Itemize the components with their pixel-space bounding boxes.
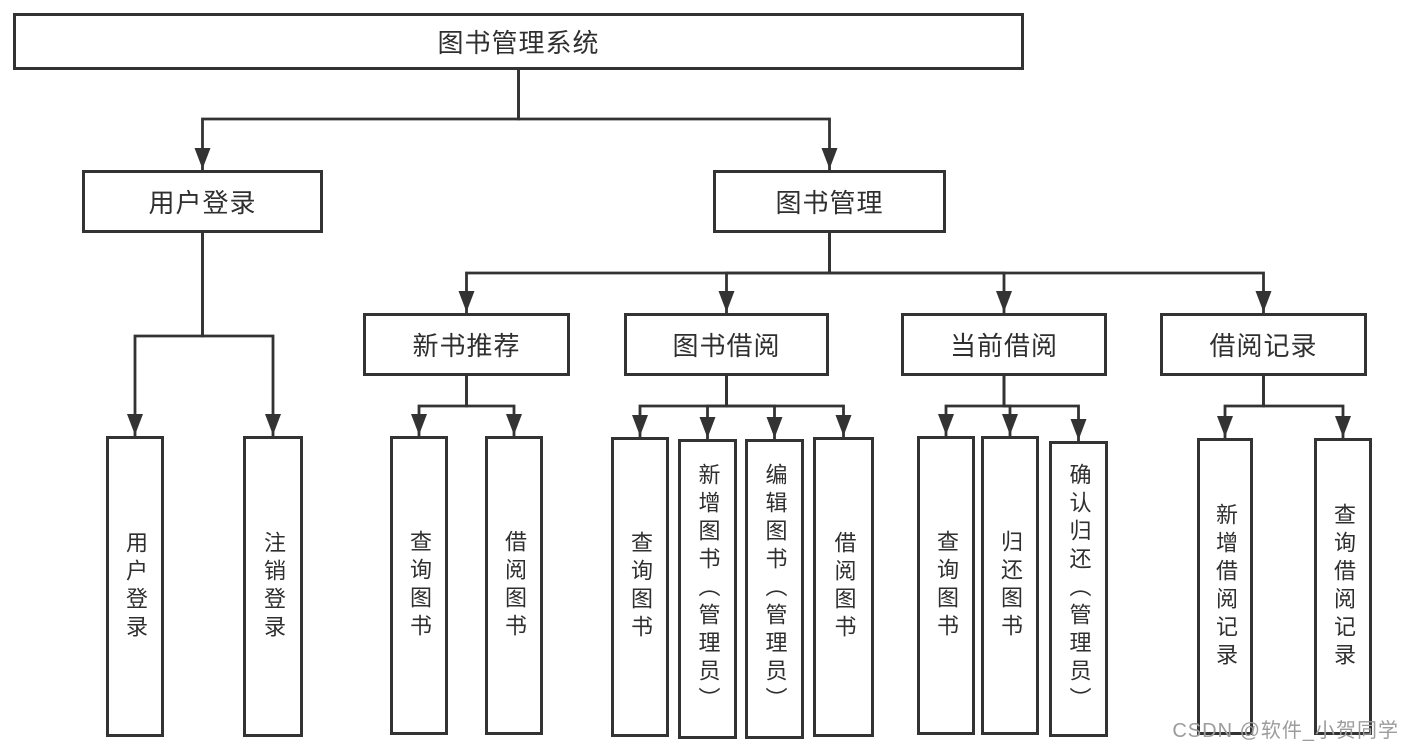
node-br-add-record: 新增借阅记录 [1197,438,1253,735]
node-label-borrow-records: 借阅记录 [1209,331,1318,361]
node-label-user-login: 用户登录 [148,188,257,218]
arrowhead-icon [1217,416,1233,437]
node-rec-borrow-books: 借阅图书 [485,436,543,735]
watermark-text: CSDN @软件_小贺同学 [1172,720,1399,742]
edge-current-borrow-to-cb-confirm-return [1002,376,1080,441]
arrowhead-icon [938,414,954,435]
node-label-cb-return-books: 归还图书 [998,529,1023,642]
edge-new-book-rec-to-rec-borrow-books [465,376,516,436]
arrowhead-icon [127,414,143,435]
node-label-cb-query-books: 查询图书 [934,529,959,642]
node-label-cb-confirm-return: 确认归还（管理员） [1066,463,1092,715]
node-label-book-mgmt: 图书管理 [775,188,884,218]
node-label-bb-query-books: 查询图书 [628,531,653,643]
arrowhead-icon [821,148,838,169]
edge-root-to-book-mgmt [517,70,831,170]
node-label-rec-query-books: 查询图书 [407,529,432,642]
node-cb-return-books: 归还图书 [981,436,1039,735]
node-bb-query-books: 查询图书 [611,437,669,737]
node-logout: 注销登录 [243,436,303,737]
edge-borrow-records-to-br-add-record [1223,376,1265,438]
node-label-login: 用户登录 [123,530,148,643]
node-login: 用户登录 [106,436,164,737]
edge-book-mgmt-to-borrow-records [828,233,1265,313]
node-br-query-record: 查询借阅记录 [1314,438,1372,735]
arrowhead-icon [718,291,735,312]
arrowhead-icon [1335,416,1351,437]
edge-book-mgmt-to-book-borrow [725,233,831,313]
edge-user-login-to-login [133,233,204,436]
node-new-book-rec: 新书推荐 [363,313,570,376]
edge-borrow-records-to-br-query-record [1262,376,1345,438]
node-label-bb-add-books: 新增图书（管理员） [695,463,721,715]
arrowhead-icon [835,415,852,436]
edge-root-to-user-login [201,70,520,170]
arrowhead-icon [699,417,716,438]
node-book-borrow: 图书借阅 [624,313,829,376]
arrowhead-icon [265,414,281,435]
arrowhead-icon [1002,414,1018,435]
node-bb-edit-books: 编辑图书（管理员） [745,439,804,739]
arrowhead-icon [194,148,211,169]
node-root: 图书管理系统 [13,13,1024,70]
node-label-new-book-rec: 新书推荐 [412,331,521,361]
arrowhead-icon [996,291,1012,312]
edge-current-borrow-to-cb-query-books [944,376,1006,436]
arrowhead-icon [766,417,783,438]
node-label-br-query-record: 查询借阅记录 [1331,502,1356,671]
node-bb-add-books: 新增图书（管理员） [678,439,737,739]
node-cb-confirm-return: 确认归还（管理员） [1049,441,1108,737]
node-label-br-add-record: 新增借阅记录 [1213,502,1238,671]
node-label-rec-borrow-books: 借阅图书 [502,529,527,642]
node-bb-borrow-books: 借阅图书 [813,437,874,737]
node-label-bb-edit-books: 编辑图书（管理员） [762,463,788,715]
node-current-borrow: 当前借阅 [901,313,1107,376]
node-cb-query-books: 查询图书 [917,436,975,735]
arrowhead-icon [1070,419,1087,440]
node-book-mgmt: 图书管理 [713,170,946,233]
arrowhead-icon [632,415,648,436]
arrowhead-icon [458,291,475,312]
node-label-root: 图书管理系统 [437,28,600,58]
node-label-bb-borrow-books: 借阅图书 [831,531,857,643]
arrowhead-icon [1255,291,1272,312]
arrowhead-icon [411,414,427,435]
node-borrow-records: 借阅记录 [1160,313,1367,376]
edge-book-borrow-to-bb-borrow-books [725,376,845,437]
edge-user-login-to-logout [201,233,275,436]
edge-new-book-rec-to-rec-query-books [417,376,468,436]
node-user-login: 用户登录 [82,170,323,233]
arrowhead-icon [506,414,522,435]
edge-book-borrow-to-bb-edit-books [725,376,776,439]
node-label-current-borrow: 当前借阅 [949,331,1058,361]
node-label-book-borrow: 图书借阅 [672,331,781,361]
node-label-logout: 注销登录 [261,530,286,643]
node-rec-query-books: 查询图书 [390,436,448,735]
